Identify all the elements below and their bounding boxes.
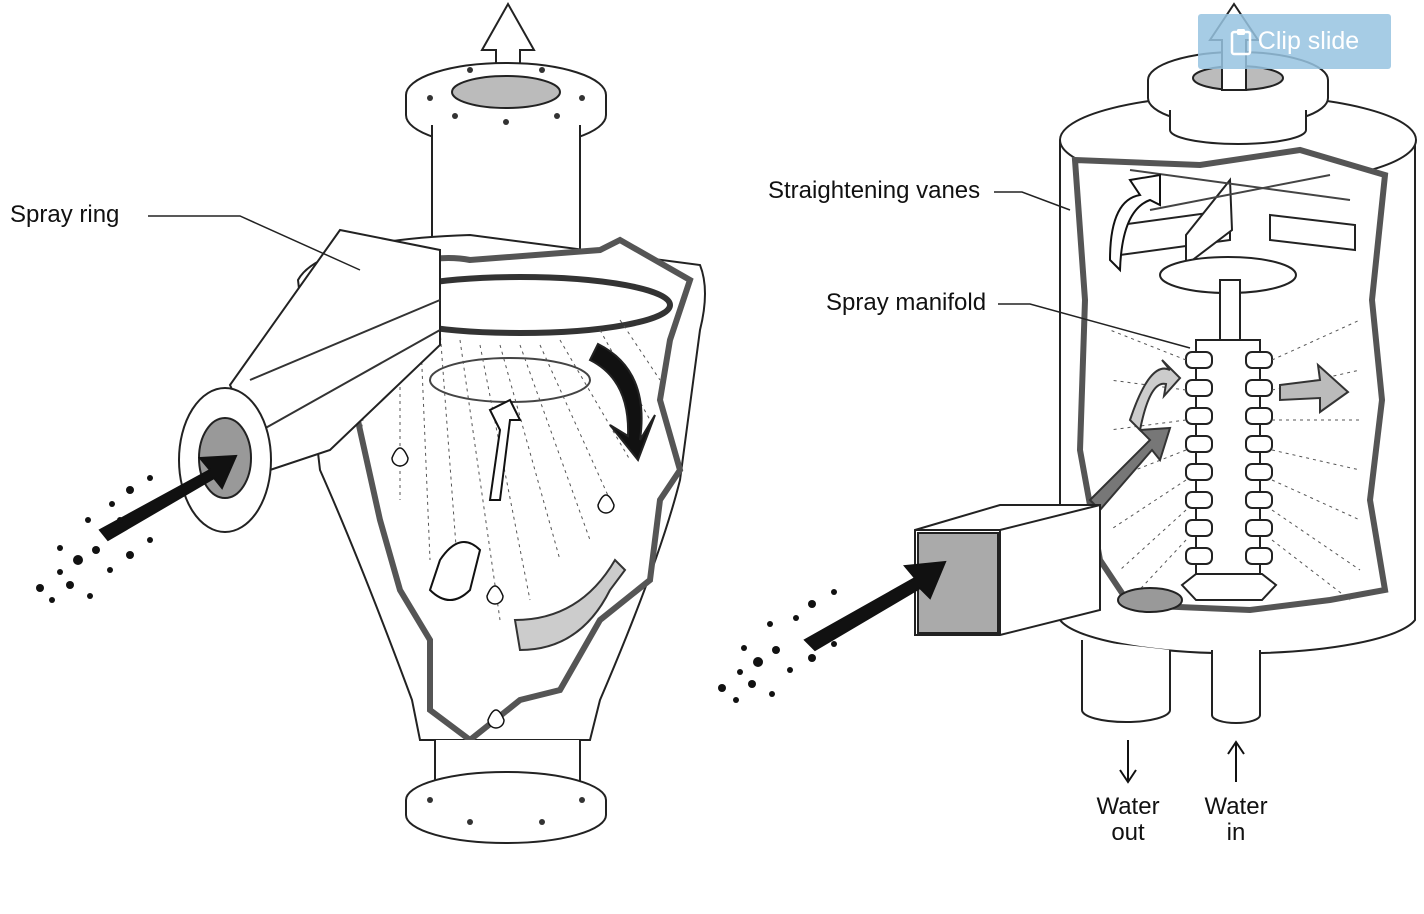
- straightening-vanes: [1119, 169, 1356, 268]
- clipboard-icon: [1230, 28, 1252, 56]
- water-out-line1: Water: [1096, 793, 1160, 820]
- clip-slide-button[interactable]: Clip slide: [1198, 14, 1391, 69]
- spray-tower: [803, 2, 1417, 784]
- spray-ring-label: Spray ring: [10, 201, 120, 228]
- water-in-line2: in: [1226, 819, 1246, 846]
- leader-lines: [148, 191, 1191, 349]
- water-in-label: Water in: [1196, 794, 1276, 846]
- spray-manifold-label: Spray manifold: [826, 289, 987, 316]
- water-out-line2: out: [1111, 819, 1145, 846]
- cyclonic-scrubber: [98, 1, 706, 844]
- clip-slide-label: Clip slide: [1257, 27, 1360, 55]
- water-in-line1: Water: [1204, 793, 1268, 820]
- straightening-vanes-label: Straightening vanes: [768, 177, 981, 204]
- particles-right: [718, 589, 837, 703]
- particles-left: [36, 475, 153, 603]
- spray-manifold: [1180, 339, 1278, 601]
- water-out-label: Water out: [1088, 794, 1168, 846]
